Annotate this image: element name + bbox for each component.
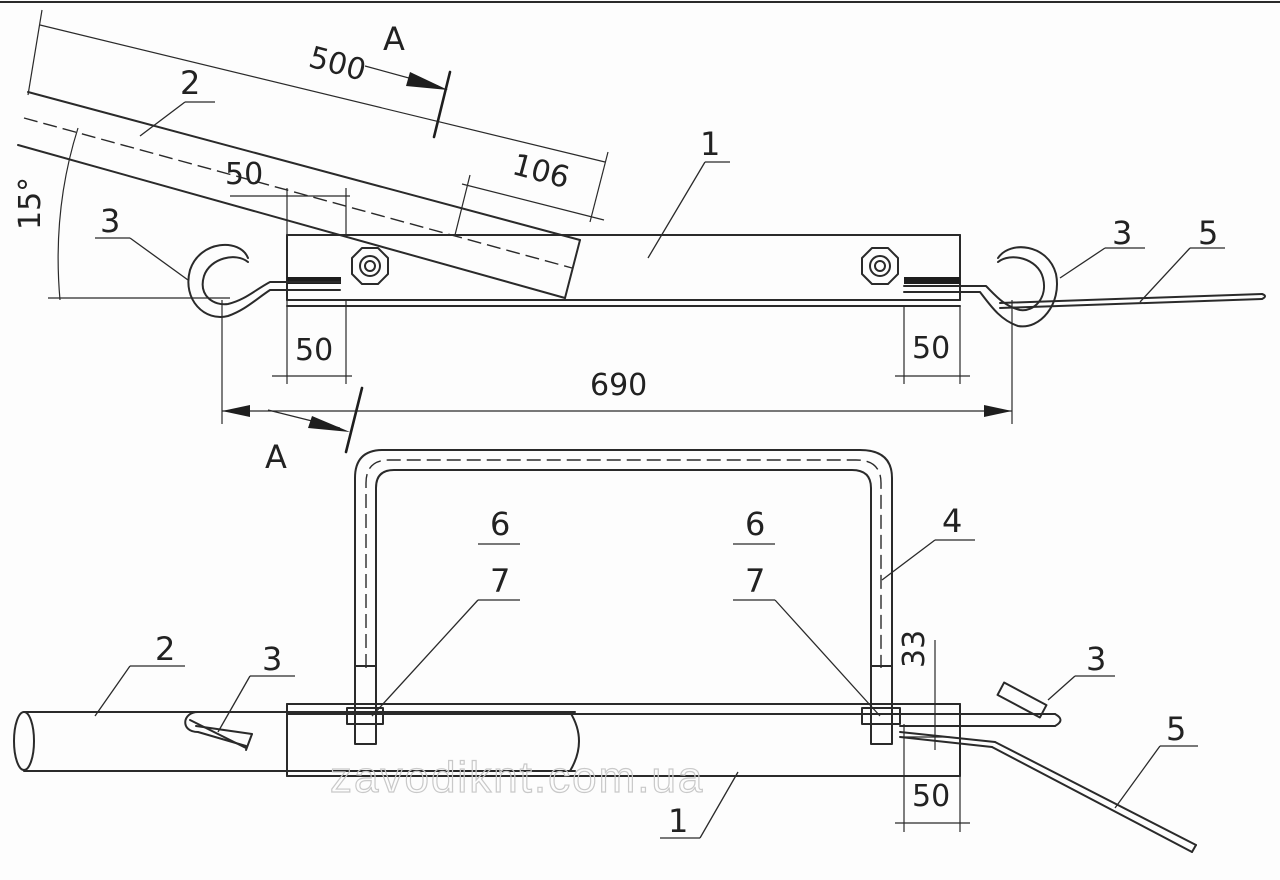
dim-50-top-value: 50 xyxy=(225,157,263,192)
dim-50-left-value: 50 xyxy=(295,333,333,368)
u-bolt xyxy=(354,449,893,669)
hook-left xyxy=(187,243,341,318)
nut-left-top xyxy=(351,247,389,285)
label-part-5-section: 5 xyxy=(1166,710,1186,748)
dim-690 xyxy=(221,300,1013,424)
hook-right xyxy=(903,246,1058,328)
inclined-pipe xyxy=(17,91,581,299)
weld-left-top xyxy=(287,277,341,284)
section-a-label-top: A xyxy=(383,20,405,58)
label-part-6-right: 6 xyxy=(745,505,765,543)
flat-bar-section xyxy=(286,703,961,777)
dim-500 xyxy=(27,9,609,223)
section-a-top xyxy=(364,65,452,139)
weld-right-top xyxy=(904,277,960,284)
dim-50-section xyxy=(895,724,970,832)
label-part-3-right: 3 xyxy=(1112,214,1132,252)
section-a-label-bottom: A xyxy=(265,438,287,476)
dim-50-right xyxy=(895,306,970,384)
dim-50-left xyxy=(272,300,352,384)
label-part-7-left: 7 xyxy=(490,562,510,600)
label-part-5-top: 5 xyxy=(1198,214,1218,252)
nut-right-top xyxy=(861,247,899,285)
label-part-1-top: 1 xyxy=(700,125,720,163)
dim-106 xyxy=(454,174,605,236)
label-part-3-section-left: 3 xyxy=(262,640,282,678)
label-part-6-left: 6 xyxy=(490,505,510,543)
label-part-3-section-right: 3 xyxy=(1086,640,1106,678)
dim-50-section-value: 50 xyxy=(912,779,950,814)
dim-50-right-value: 50 xyxy=(912,331,950,366)
label-part-3-left: 3 xyxy=(100,202,120,240)
label-part-4: 4 xyxy=(942,502,962,540)
watermark: zavodiknt.com.ua xyxy=(330,753,704,802)
dim-106-value: 106 xyxy=(509,147,573,196)
dim-690-value: 690 xyxy=(590,368,647,403)
rod-top xyxy=(999,293,1266,309)
dim-50-top xyxy=(230,188,350,240)
angle-15 xyxy=(48,127,230,301)
leaders-section xyxy=(94,539,1198,839)
label-part-7-right: 7 xyxy=(745,562,765,600)
leaders-top xyxy=(95,101,1225,303)
dim-33-value: 33 xyxy=(897,630,932,668)
section-a-bottom xyxy=(267,386,364,454)
label-part-2-section: 2 xyxy=(155,630,175,668)
label-part-1-section: 1 xyxy=(668,802,688,840)
hook-left-section xyxy=(184,711,341,751)
label-part-2-top: 2 xyxy=(180,64,200,102)
dim-33 xyxy=(900,640,950,750)
angle-15-value: 15° xyxy=(13,177,48,230)
hook-right-section xyxy=(899,681,1062,727)
dim-500-value: 500 xyxy=(305,40,369,89)
